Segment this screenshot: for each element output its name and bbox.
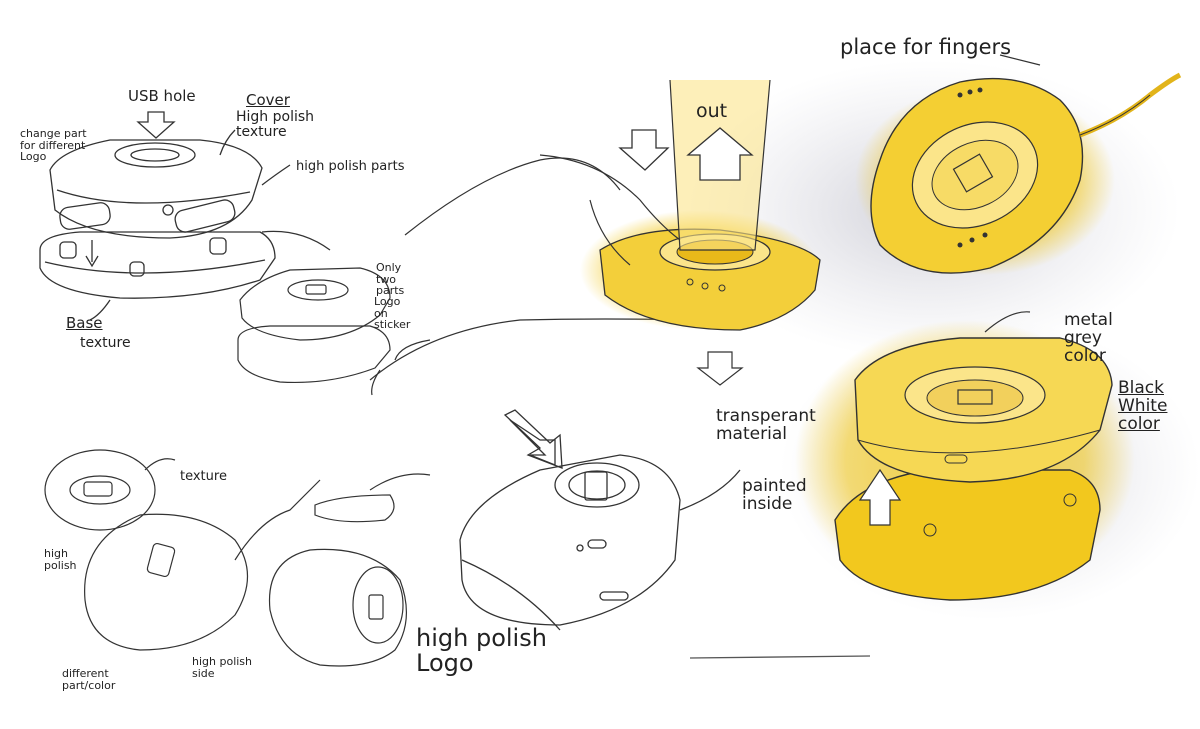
high-polish-logo-label: high polish Logo (416, 624, 547, 678)
base-label: Base (66, 314, 103, 332)
high-polish-label: high polish (44, 547, 77, 572)
down-arrow-icon (696, 351, 744, 386)
high-polish-side-label: high polish side (192, 655, 253, 680)
hand-device-sketch (539, 79, 821, 386)
cable-line-2 (369, 318, 701, 381)
out-label: out (696, 100, 728, 122)
up-arrow-icon (858, 468, 902, 526)
base-desc-label: texture (80, 335, 131, 351)
usb-hole-label: USB hole (128, 87, 196, 105)
exploded-device-sketch (39, 111, 331, 321)
down-arrow-icon (136, 111, 176, 139)
finger-grip-device (855, 54, 1182, 275)
cover-label: Cover (246, 91, 290, 109)
up-arrow-icon (686, 127, 754, 181)
painted-inside-label: painted inside (742, 476, 807, 514)
black-white-color-label: Black White color (1118, 378, 1168, 434)
mouse-sketches (44, 449, 431, 667)
high-polish-parts-label: high polish parts (296, 159, 405, 174)
different-part-color-label: different part/color (62, 667, 116, 692)
change-part-label: change part for different Logo (20, 127, 87, 164)
exploded-yellow-device (795, 311, 1135, 601)
only-two-parts-label: Only two parts (376, 261, 405, 298)
texture-label: texture (180, 469, 227, 484)
place-for-fingers-label: place for fingers (840, 35, 1012, 59)
two-part-device-sketch (237, 267, 431, 396)
metal-grey-color-label: metal grey color (1064, 310, 1113, 366)
ground-line (689, 655, 871, 659)
transperant-material-label: transperant material (716, 406, 816, 444)
cable-line (404, 157, 621, 236)
logo-on-sticker-label: Logo on sticker (374, 295, 411, 332)
down-arrow-icon (618, 129, 670, 171)
cover-desc-label: High polish texture (236, 109, 315, 140)
logo-device-sketch (459, 409, 741, 631)
